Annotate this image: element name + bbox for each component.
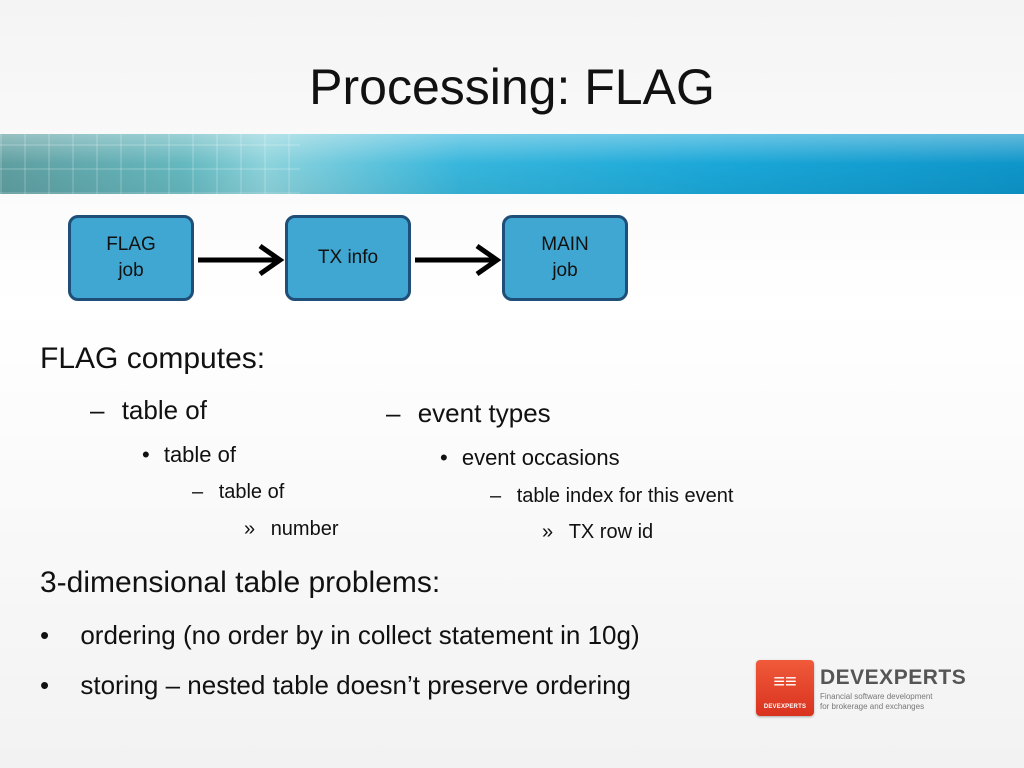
flag-computes-heading: FLAG computes: xyxy=(40,342,266,375)
bullet-marker: • xyxy=(440,445,448,470)
flag-job-label-line1: FLAG xyxy=(106,234,156,256)
main-job-node: MAIN job xyxy=(502,215,628,301)
logo-tagline-line2: for brokerage and exchanges xyxy=(820,702,925,711)
tx-info-label: TX info xyxy=(317,247,379,269)
problem-item-ordering: • ordering (no order by in collect state… xyxy=(40,620,640,651)
devexperts-logo: ≡≡ DEVEXPERTS DEVEXPERTS Financial softw… xyxy=(752,656,966,718)
right-level3-item: • event occasions xyxy=(440,445,620,471)
right-level4-text: table index for this event xyxy=(516,485,734,507)
dash-marker: – xyxy=(490,485,502,507)
logo-tagline-line1: Financial software development xyxy=(820,692,933,701)
right-level5-item: » TX row id xyxy=(542,521,653,544)
left-level2-text: table of xyxy=(121,395,207,425)
arrow-tx-to-main xyxy=(415,243,502,277)
main-job-label-line2: job xyxy=(552,260,578,281)
logo-glyph-icon: ≡≡ xyxy=(773,671,797,693)
logo-mark-text: DEVEXPERTS xyxy=(763,704,807,710)
left-level5-text: number xyxy=(270,518,339,540)
logo-tagline: Financial software development for broke… xyxy=(820,692,933,712)
dash-marker: – xyxy=(90,395,105,425)
flag-job-node: FLAG job xyxy=(68,215,194,301)
left-level2-item: – table of xyxy=(90,395,207,426)
header-decorative-band xyxy=(0,134,1024,194)
right-level2-text: event types xyxy=(417,398,551,428)
guillemet-marker: » xyxy=(244,518,256,540)
flag-job-label-line2: job xyxy=(118,260,144,281)
problem-text-storing: storing – nested table doesn’t preserve … xyxy=(80,670,632,700)
arrow-flag-to-tx xyxy=(198,243,285,277)
band-tile-pattern xyxy=(0,134,300,194)
right-level5-text: TX row id xyxy=(568,521,654,543)
band-shine xyxy=(0,134,1024,194)
left-level4-text: table of xyxy=(218,481,285,503)
bullet-marker: • xyxy=(40,620,50,650)
main-job-label-line1: MAIN xyxy=(541,234,589,256)
left-level3-item: • table of xyxy=(142,442,236,468)
slide-title: Processing: FLAG xyxy=(309,59,715,115)
bullet-marker: • xyxy=(40,670,50,700)
logo-name: DEVEXPERTS xyxy=(820,666,967,689)
left-level4-item: – table of xyxy=(192,481,284,504)
bullet-marker: • xyxy=(142,442,150,467)
right-level4-item: – table index for this event xyxy=(490,485,733,508)
left-level5-item: » number xyxy=(244,518,339,541)
dash-marker: – xyxy=(386,398,401,428)
table-problems-heading: 3-dimensional table problems: xyxy=(40,566,441,599)
dash-marker: – xyxy=(192,481,204,503)
devexperts-mark-icon: ≡≡ DEVEXPERTS xyxy=(756,660,814,716)
right-level2-item: – event types xyxy=(386,398,551,429)
right-level3-text: event occasions xyxy=(461,445,620,470)
tx-info-node: TX info xyxy=(285,215,411,301)
problem-item-storing: • storing – nested table doesn’t preserv… xyxy=(40,670,631,701)
problem-text-ordering: ordering (no order by in collect stateme… xyxy=(80,620,640,650)
left-level3-text: table of xyxy=(163,442,236,467)
guillemet-marker: » xyxy=(542,521,554,543)
